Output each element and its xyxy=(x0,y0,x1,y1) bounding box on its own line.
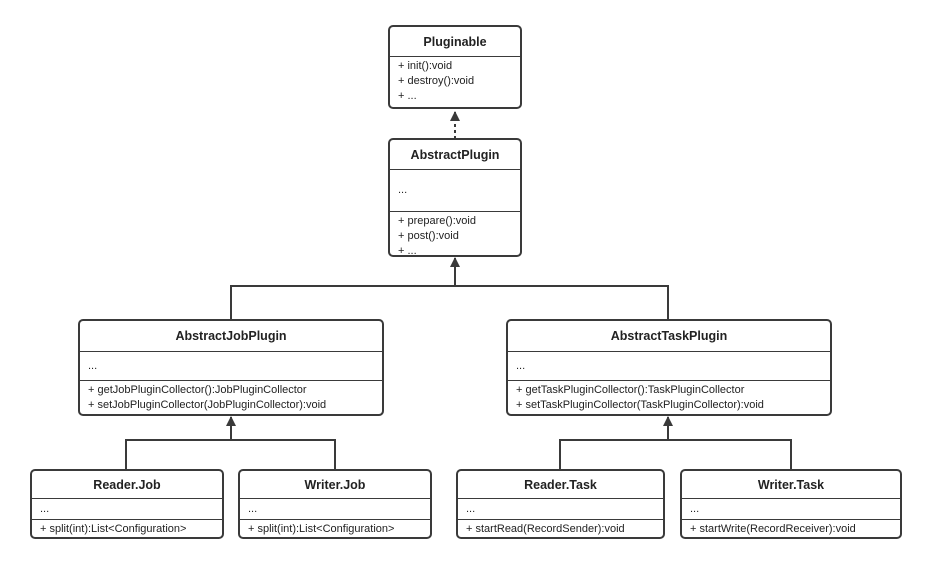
class-name: Writer.Job xyxy=(240,471,430,499)
inheritance-arrow-task-plugin xyxy=(559,416,792,470)
method: + split(int):List<Configuration> xyxy=(248,523,395,535)
attribute: ... xyxy=(248,502,258,515)
methods-section: + startWrite(RecordReceiver):void xyxy=(682,520,900,537)
methods-section: + split(int):List<Configuration> xyxy=(32,520,222,537)
method: + startRead(RecordSender):void xyxy=(466,523,625,535)
class-name: AbstractPlugin xyxy=(390,140,520,170)
class-pluginable[interactable]: Pluginable + init():void + destroy():voi… xyxy=(388,25,522,109)
class-abstract-plugin[interactable]: AbstractPlugin ... + prepare():void + po… xyxy=(388,138,522,257)
methods-section: + init():void + destroy():void + ... xyxy=(390,57,520,106)
method: + getJobPluginCollector():JobPluginColle… xyxy=(88,384,307,396)
methods-section: + getTaskPluginCollector():TaskPluginCol… xyxy=(508,381,830,414)
attributes-section: ... xyxy=(682,499,900,520)
class-name: AbstractJobPlugin xyxy=(80,321,382,352)
inheritance-arrow-job-plugin xyxy=(125,416,336,470)
attribute: ... xyxy=(88,359,98,372)
class-writer-job[interactable]: Writer.Job ... + split(int):List<Configu… xyxy=(238,469,432,539)
class-writer-task[interactable]: Writer.Task ... + startWrite(RecordRecei… xyxy=(680,469,902,539)
attributes-section: ... xyxy=(240,499,430,520)
attributes-section: ... xyxy=(458,499,663,520)
method: + startWrite(RecordReceiver):void xyxy=(690,523,856,535)
method: + setJobPluginCollector(JobPluginCollect… xyxy=(88,399,327,411)
class-abstract-task-plugin[interactable]: AbstractTaskPlugin ... + getTaskPluginCo… xyxy=(506,319,832,416)
methods-section: + startRead(RecordSender):void xyxy=(458,520,663,537)
attribute: ... xyxy=(398,184,408,196)
class-reader-task[interactable]: Reader.Task ... + startRead(RecordSender… xyxy=(456,469,665,539)
class-reader-job[interactable]: Reader.Job ... + split(int):List<Configu… xyxy=(30,469,224,539)
method: + split(int):List<Configuration> xyxy=(40,523,187,535)
method: + getTaskPluginCollector():TaskPluginCol… xyxy=(516,384,745,396)
attributes-section: ... xyxy=(508,352,830,381)
method: + post():void xyxy=(398,230,459,242)
attributes-section: ... xyxy=(80,352,382,381)
attribute: ... xyxy=(516,359,526,372)
class-name: AbstractTaskPlugin xyxy=(508,321,830,352)
methods-section: + getJobPluginCollector():JobPluginColle… xyxy=(80,381,382,414)
class-name: Reader.Job xyxy=(32,471,222,499)
inheritance-arrow-abstract-plugin xyxy=(230,257,669,320)
attributes-section: ... xyxy=(390,170,520,212)
method: + ... xyxy=(398,245,417,257)
method: + destroy():void xyxy=(398,75,475,87)
methods-section: + prepare():void + post():void + ... xyxy=(390,212,520,257)
class-name: Pluginable xyxy=(390,27,520,57)
attribute: ... xyxy=(690,502,700,515)
class-abstract-job-plugin[interactable]: AbstractJobPlugin ... + getJobPluginColl… xyxy=(78,319,384,416)
method: + setTaskPluginCollector(TaskPluginColle… xyxy=(516,399,764,411)
method: + prepare():void xyxy=(398,215,476,227)
method: + ... xyxy=(398,90,417,102)
attributes-section: ... xyxy=(32,499,222,520)
class-name: Writer.Task xyxy=(682,471,900,499)
attribute: ... xyxy=(40,502,50,515)
method: + init():void xyxy=(398,60,453,72)
attribute: ... xyxy=(466,502,476,515)
class-name: Reader.Task xyxy=(458,471,663,499)
methods-section: + split(int):List<Configuration> xyxy=(240,520,430,537)
